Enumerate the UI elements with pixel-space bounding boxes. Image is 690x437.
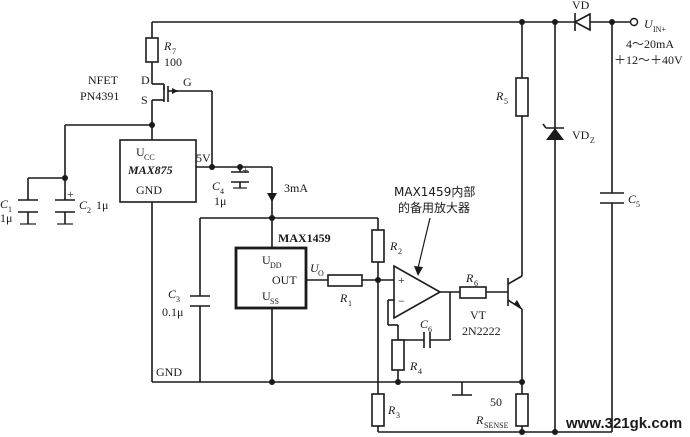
r5-resistor bbox=[515, 77, 529, 117]
q2n2222-label: 2N2222 bbox=[462, 324, 501, 338]
c4-plus: + bbox=[242, 163, 249, 177]
note-arrow-icon bbox=[414, 266, 423, 276]
rsense-label: R bbox=[475, 413, 484, 427]
r6-sub: 6 bbox=[474, 279, 478, 288]
c1-capacitor bbox=[18, 199, 38, 225]
uss-sub: SS bbox=[270, 297, 279, 306]
max875-chip bbox=[119, 139, 197, 203]
c6-label: C bbox=[420, 317, 429, 331]
pn4391-label: PN4391 bbox=[80, 89, 119, 103]
note-pointer bbox=[417, 217, 431, 269]
udd-sub: DD bbox=[270, 261, 282, 270]
rsense-resistor bbox=[515, 393, 529, 427]
current-arrow-icon bbox=[267, 193, 277, 202]
r4-label: R bbox=[409, 359, 418, 373]
c3-value: 0.1μ bbox=[162, 305, 183, 319]
r3-sub: 3 bbox=[396, 411, 400, 420]
r2-resistor bbox=[371, 229, 385, 263]
max1459-note-line1: MAX1459内部 bbox=[394, 184, 475, 199]
voltage-range-label: ＋12～＋40V bbox=[614, 53, 683, 67]
vt-transistor bbox=[507, 275, 523, 310]
r1-sub: 1 bbox=[348, 299, 352, 308]
c2-sub: 2 bbox=[87, 206, 91, 215]
uin-sub: IN+ bbox=[653, 25, 666, 34]
ucc-label: U bbox=[136, 145, 145, 159]
max1459-chip bbox=[234, 246, 308, 310]
r7-sub: 7 bbox=[172, 47, 176, 56]
r6-label: R bbox=[465, 271, 474, 285]
c3-sub: 3 bbox=[176, 295, 180, 304]
input-terminal-icon bbox=[629, 17, 639, 27]
vt-label: VT bbox=[470, 308, 487, 322]
pin-d-label: D bbox=[141, 73, 150, 87]
uss-label: U bbox=[262, 289, 271, 303]
r3-resistor bbox=[371, 393, 385, 427]
ground-label: GND bbox=[156, 365, 182, 379]
c3-capacitor bbox=[190, 295, 210, 307]
c5-sub: 5 bbox=[636, 200, 640, 209]
c4-label: C bbox=[212, 179, 221, 193]
c4-capacitor bbox=[231, 171, 249, 189]
vdz-sub: Z bbox=[590, 136, 595, 145]
op-amp-plus: + bbox=[398, 273, 405, 287]
c3-label: C bbox=[168, 287, 177, 301]
nfet-transistor bbox=[163, 86, 178, 102]
r7-value: 100 bbox=[164, 55, 182, 69]
c4-value: 1μ bbox=[214, 194, 226, 208]
max875-gnd-label: GND bbox=[136, 183, 162, 197]
c1-sub: 1 bbox=[8, 205, 12, 214]
r4-sub: 4 bbox=[418, 367, 422, 376]
uo-label: U bbox=[310, 261, 320, 275]
vd-diode bbox=[565, 12, 592, 32]
r7-resistor bbox=[145, 37, 159, 63]
c2-capacitor bbox=[55, 199, 75, 225]
c5-capacitor bbox=[600, 192, 624, 204]
pin-g-label: G bbox=[183, 75, 192, 89]
max1459-note-line2: 的备用放大器 bbox=[398, 200, 470, 215]
c5-label: C bbox=[628, 192, 637, 206]
pin-s-label: S bbox=[141, 93, 148, 107]
uin-label: U bbox=[644, 17, 654, 31]
c6-sub: 6 bbox=[428, 325, 432, 334]
op-amp-triangle bbox=[393, 264, 442, 320]
five-v-label: 5V bbox=[196, 151, 211, 165]
wires bbox=[27, 21, 630, 433]
c2-label: C bbox=[79, 198, 88, 212]
r1-label: R bbox=[339, 291, 348, 305]
udd-label: U bbox=[262, 253, 271, 267]
three-ma-label: 3mA bbox=[284, 181, 308, 195]
r5-label: R bbox=[495, 89, 504, 103]
ground-icon bbox=[452, 382, 472, 396]
r2-sub: 2 bbox=[398, 247, 402, 256]
watermark: www.321gk.com bbox=[565, 415, 682, 432]
vdz-label: VD bbox=[572, 128, 590, 142]
r7-label: R bbox=[163, 39, 172, 53]
rsense-sub: SENSE bbox=[484, 421, 509, 430]
out-label: OUT bbox=[272, 273, 297, 287]
vdz-zener-diode bbox=[542, 123, 564, 140]
ucc-sub: CC bbox=[144, 153, 155, 162]
nfet-label: NFET bbox=[88, 73, 119, 87]
r3-label: R bbox=[387, 403, 396, 417]
junction-dots bbox=[62, 19, 615, 435]
c6-capacitor bbox=[423, 332, 431, 348]
c1-value: 1μ bbox=[0, 211, 12, 225]
c2-value: 1μ bbox=[96, 198, 108, 212]
c1-label: C bbox=[0, 197, 9, 211]
r6-resistor bbox=[459, 286, 487, 299]
r5-sub: 5 bbox=[504, 97, 508, 106]
max1459-label: MAX1459 bbox=[278, 231, 331, 245]
vd-label: VD bbox=[572, 0, 590, 12]
rsense-value: 50 bbox=[490, 395, 502, 409]
c2-plus: + bbox=[67, 187, 74, 201]
r2-label: R bbox=[389, 239, 398, 253]
current-range-label: 4～20mA bbox=[626, 37, 674, 51]
r1-resistor bbox=[327, 274, 363, 287]
r4-resistor bbox=[391, 339, 405, 371]
c4-sub: 4 bbox=[220, 187, 224, 196]
max875-label: MAX875 bbox=[127, 163, 173, 177]
uo-sub: O bbox=[318, 269, 324, 278]
op-amp-minus: − bbox=[398, 294, 405, 308]
